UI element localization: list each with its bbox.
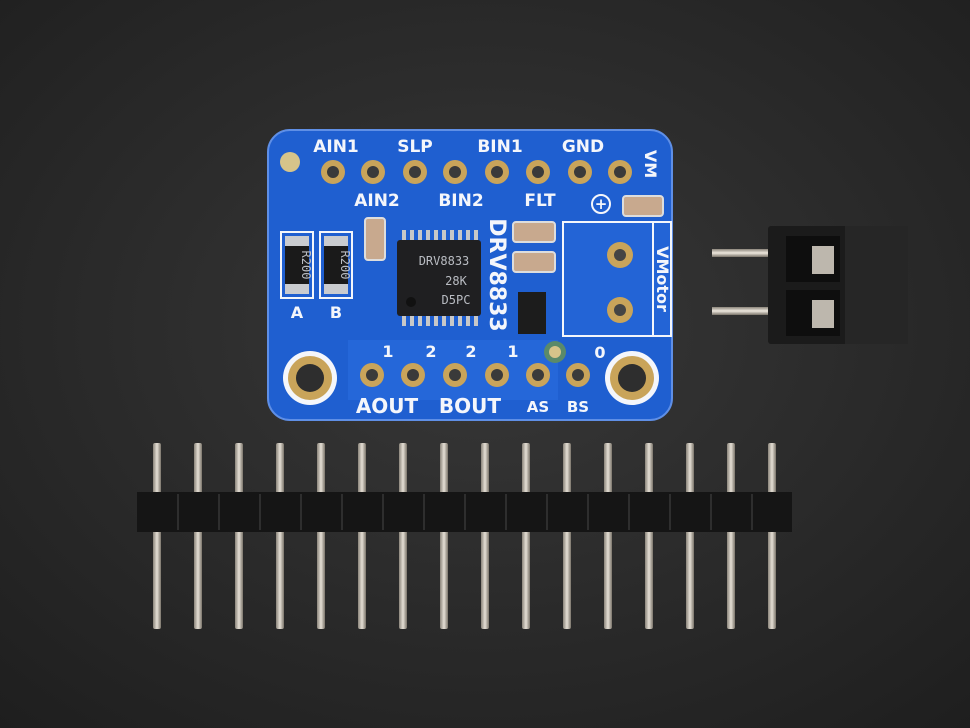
chip-leg bbox=[426, 314, 430, 326]
chip-leg bbox=[466, 314, 470, 326]
pin-header-strip bbox=[137, 443, 792, 629]
through-hole-pad bbox=[401, 363, 425, 387]
chip-leg bbox=[466, 230, 470, 242]
label-gnd: GND bbox=[562, 137, 604, 157]
chip-leg bbox=[442, 314, 446, 326]
header-pin bbox=[358, 443, 366, 629]
label-plus: + bbox=[595, 195, 608, 213]
header-pin bbox=[194, 443, 202, 629]
resistor-marking: R200 bbox=[299, 251, 313, 280]
label-vmotor: VMotor bbox=[653, 246, 672, 312]
header-pin bbox=[768, 443, 776, 629]
label-drv8833: DRV8833 bbox=[484, 218, 509, 331]
chip-leg bbox=[402, 314, 406, 326]
chip-leg bbox=[458, 230, 462, 242]
chip-marking-1: DRV8833 bbox=[419, 254, 470, 268]
header-pin bbox=[481, 443, 489, 629]
through-hole-pad bbox=[485, 160, 509, 184]
label-slp: SLP bbox=[397, 137, 433, 157]
screw-terminal-block bbox=[712, 226, 908, 344]
drv8833-chip: DRV8833 28K D5PC bbox=[397, 230, 481, 326]
chip-leg bbox=[418, 230, 422, 242]
chip-leg bbox=[442, 230, 446, 242]
label-b: B bbox=[330, 303, 342, 322]
resistor-a: R200 bbox=[280, 231, 314, 299]
label-flt: FLT bbox=[524, 191, 556, 211]
resistor-marking: R200 bbox=[338, 251, 352, 280]
resistor-b: R200 bbox=[319, 231, 353, 299]
label-ain2: AIN2 bbox=[354, 191, 400, 211]
through-hole-pad bbox=[443, 363, 467, 387]
through-hole-pad bbox=[360, 363, 384, 387]
through-hole-pad bbox=[403, 160, 427, 184]
label-bin2: BIN2 bbox=[438, 191, 483, 211]
label-out-2: 2 bbox=[465, 342, 476, 361]
header-pin bbox=[276, 443, 284, 629]
label-a: A bbox=[291, 303, 304, 322]
label-out-1: 1 bbox=[507, 342, 518, 361]
chip-leg bbox=[474, 230, 478, 242]
chip-leg bbox=[450, 314, 454, 326]
chip-leg bbox=[458, 314, 462, 326]
header-pin bbox=[727, 443, 735, 629]
chip-leg bbox=[434, 230, 438, 242]
chip-leg bbox=[450, 230, 454, 242]
chip-leg bbox=[426, 230, 430, 242]
through-hole-pad bbox=[608, 160, 632, 184]
through-hole-pad bbox=[361, 160, 385, 184]
drv8833-breakout-board: R200 R200 DRV8833 28K D5PC AIN1 SLP BIN1… bbox=[267, 129, 673, 421]
header-pin bbox=[645, 443, 653, 629]
chip-leg bbox=[402, 230, 406, 242]
label-vm: VM bbox=[641, 150, 660, 178]
chip-leg bbox=[410, 314, 414, 326]
through-hole-pad bbox=[485, 363, 509, 387]
header-pin bbox=[399, 443, 407, 629]
chip-leg bbox=[410, 230, 414, 242]
label-bs: BS bbox=[567, 398, 589, 416]
label-out-1: 1 bbox=[382, 342, 393, 361]
header-pin bbox=[563, 443, 571, 629]
label-bin1: BIN1 bbox=[477, 137, 522, 157]
through-hole-pad bbox=[526, 160, 550, 184]
header-pin bbox=[153, 443, 161, 629]
header-pin bbox=[317, 443, 325, 629]
header-pin bbox=[440, 443, 448, 629]
chip-marking-3: D5PC bbox=[442, 293, 471, 307]
through-hole-pad bbox=[568, 160, 592, 184]
chip-leg bbox=[434, 314, 438, 326]
header-pin bbox=[522, 443, 530, 629]
label-zero: 0 bbox=[594, 343, 605, 362]
through-hole-pad bbox=[443, 160, 467, 184]
chip-leg bbox=[474, 314, 478, 326]
label-out-2: 2 bbox=[425, 342, 436, 361]
header-pin bbox=[604, 443, 612, 629]
through-hole-pad bbox=[566, 363, 590, 387]
chip-marking-2: 28K bbox=[445, 274, 467, 288]
label-aout: AOUT bbox=[356, 394, 419, 418]
through-hole-pad bbox=[526, 363, 550, 387]
label-ain1: AIN1 bbox=[313, 137, 359, 157]
header-pin bbox=[686, 443, 694, 629]
label-bout: BOUT bbox=[439, 394, 501, 418]
label-as: AS bbox=[527, 398, 549, 416]
chip-leg bbox=[418, 314, 422, 326]
through-hole-pad bbox=[321, 160, 345, 184]
header-pin bbox=[235, 443, 243, 629]
